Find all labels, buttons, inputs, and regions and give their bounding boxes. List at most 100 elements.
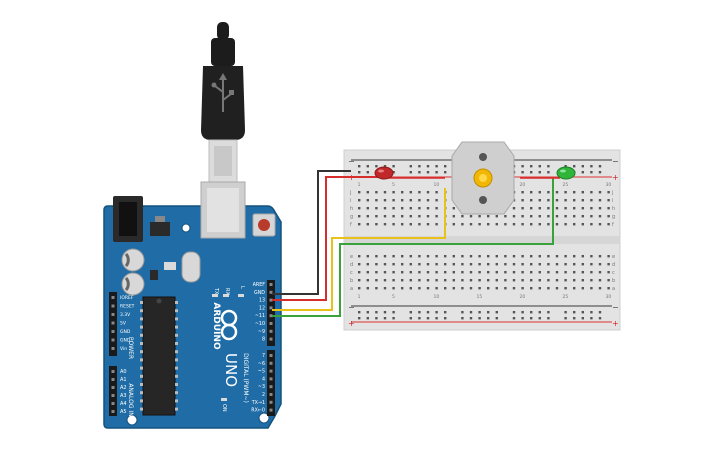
- breadboard-hole[interactable]: [375, 263, 378, 266]
- rail-hole[interactable]: [418, 317, 421, 320]
- rail-hole[interactable]: [409, 171, 412, 174]
- breadboard-hole[interactable]: [564, 207, 567, 210]
- rail-hole[interactable]: [564, 311, 567, 314]
- breadboard-hole[interactable]: [487, 215, 490, 218]
- breadboard-hole[interactable]: [366, 191, 369, 194]
- breadboard-hole[interactable]: [547, 287, 550, 290]
- breadboard-hole[interactable]: [538, 191, 541, 194]
- rail-hole[interactable]: [530, 171, 533, 174]
- rail-hole[interactable]: [358, 317, 361, 320]
- breadboard-hole[interactable]: [435, 215, 438, 218]
- breadboard-hole[interactable]: [530, 215, 533, 218]
- rail-hole[interactable]: [461, 317, 464, 320]
- breadboard-hole[interactable]: [409, 287, 412, 290]
- breadboard-hole[interactable]: [435, 207, 438, 210]
- header-pin[interactable]: [111, 378, 115, 381]
- breadboard-hole[interactable]: [409, 223, 412, 226]
- rail-hole[interactable]: [375, 317, 378, 320]
- breadboard-hole[interactable]: [547, 255, 550, 258]
- rail-hole[interactable]: [478, 311, 481, 314]
- rail-hole[interactable]: [409, 317, 412, 320]
- rail-hole[interactable]: [573, 165, 576, 168]
- breadboard-hole[interactable]: [358, 207, 361, 210]
- breadboard-hole[interactable]: [555, 199, 559, 202]
- dc-motor[interactable]: [451, 141, 515, 215]
- breadboard-hole[interactable]: [435, 263, 438, 266]
- breadboard-hole[interactable]: [383, 191, 387, 194]
- breadboard-hole[interactable]: [383, 199, 387, 202]
- breadboard-hole[interactable]: [426, 271, 430, 274]
- breadboard-hole[interactable]: [590, 215, 593, 218]
- breadboard-hole[interactable]: [555, 255, 559, 258]
- rail-hole[interactable]: [495, 317, 498, 320]
- breadboard-hole[interactable]: [358, 223, 361, 226]
- breadboard-hole[interactable]: [581, 271, 584, 274]
- rail-hole[interactable]: [547, 311, 550, 314]
- breadboard-hole[interactable]: [418, 279, 421, 282]
- rail-hole[interactable]: [547, 317, 550, 320]
- breadboard-hole[interactable]: [521, 199, 524, 202]
- breadboard-hole[interactable]: [590, 191, 593, 194]
- wire-black-gnd[interactable]: [272, 170, 351, 295]
- breadboard-hole[interactable]: [418, 215, 421, 218]
- rail-hole[interactable]: [418, 165, 421, 168]
- rail-hole[interactable]: [487, 317, 490, 320]
- breadboard-hole[interactable]: [581, 287, 584, 290]
- header-pin[interactable]: [111, 370, 115, 373]
- rail-hole[interactable]: [547, 171, 550, 174]
- breadboard-hole[interactable]: [366, 287, 369, 290]
- header-pin[interactable]: [269, 408, 273, 412]
- breadboard-hole[interactable]: [418, 287, 421, 290]
- red-led[interactable]: [374, 166, 394, 180]
- breadboard-hole[interactable]: [555, 271, 559, 274]
- breadboard-hole[interactable]: [530, 263, 533, 266]
- rail-hole[interactable]: [469, 317, 473, 320]
- breadboard-hole[interactable]: [521, 271, 524, 274]
- breadboard-hole[interactable]: [538, 287, 541, 290]
- breadboard-hole[interactable]: [538, 207, 541, 210]
- breadboard-hole[interactable]: [487, 271, 490, 274]
- breadboard-hole[interactable]: [547, 207, 550, 210]
- breadboard-hole[interactable]: [573, 215, 576, 218]
- rail-hole[interactable]: [426, 171, 430, 174]
- breadboard-hole[interactable]: [512, 223, 516, 226]
- breadboard-hole[interactable]: [581, 279, 584, 282]
- breadboard-hole[interactable]: [452, 215, 455, 218]
- breadboard-hole[interactable]: [530, 287, 533, 290]
- breadboard-hole[interactable]: [358, 215, 361, 218]
- breadboard-hole[interactable]: [478, 223, 481, 226]
- breadboard-hole[interactable]: [564, 271, 567, 274]
- breadboard-hole[interactable]: [409, 191, 412, 194]
- breadboard-hole[interactable]: [461, 271, 464, 274]
- breadboard-hole[interactable]: [375, 207, 378, 210]
- breadboard-hole[interactable]: [495, 255, 498, 258]
- breadboard-hole[interactable]: [392, 207, 395, 210]
- breadboard-hole[interactable]: [607, 287, 610, 290]
- rail-hole[interactable]: [375, 165, 378, 168]
- header-pin[interactable]: [269, 377, 273, 381]
- breadboard-hole[interactable]: [418, 271, 421, 274]
- rail-hole[interactable]: [521, 171, 524, 174]
- header-pin[interactable]: [269, 314, 273, 318]
- header-pin[interactable]: [269, 329, 273, 333]
- breadboard-hole[interactable]: [392, 223, 395, 226]
- breadboard-hole[interactable]: [564, 287, 567, 290]
- breadboard-hole[interactable]: [444, 287, 447, 290]
- breadboard-hole[interactable]: [392, 287, 395, 290]
- breadboard-hole[interactable]: [383, 207, 387, 210]
- rail-hole[interactable]: [487, 311, 490, 314]
- breadboard-hole[interactable]: [478, 271, 481, 274]
- breadboard-hole[interactable]: [581, 223, 584, 226]
- breadboard-hole[interactable]: [530, 255, 533, 258]
- breadboard-hole[interactable]: [598, 287, 602, 290]
- breadboard-hole[interactable]: [444, 263, 447, 266]
- rail-hole[interactable]: [444, 311, 447, 314]
- breadboard-hole[interactable]: [530, 207, 533, 210]
- breadboard-hole[interactable]: [504, 279, 507, 282]
- wire-yellow-pin12[interactable]: [272, 188, 446, 311]
- breadboard-hole[interactable]: [418, 191, 421, 194]
- breadboard-hole[interactable]: [564, 223, 567, 226]
- rail-hole[interactable]: [581, 165, 584, 168]
- rail-hole[interactable]: [590, 311, 593, 314]
